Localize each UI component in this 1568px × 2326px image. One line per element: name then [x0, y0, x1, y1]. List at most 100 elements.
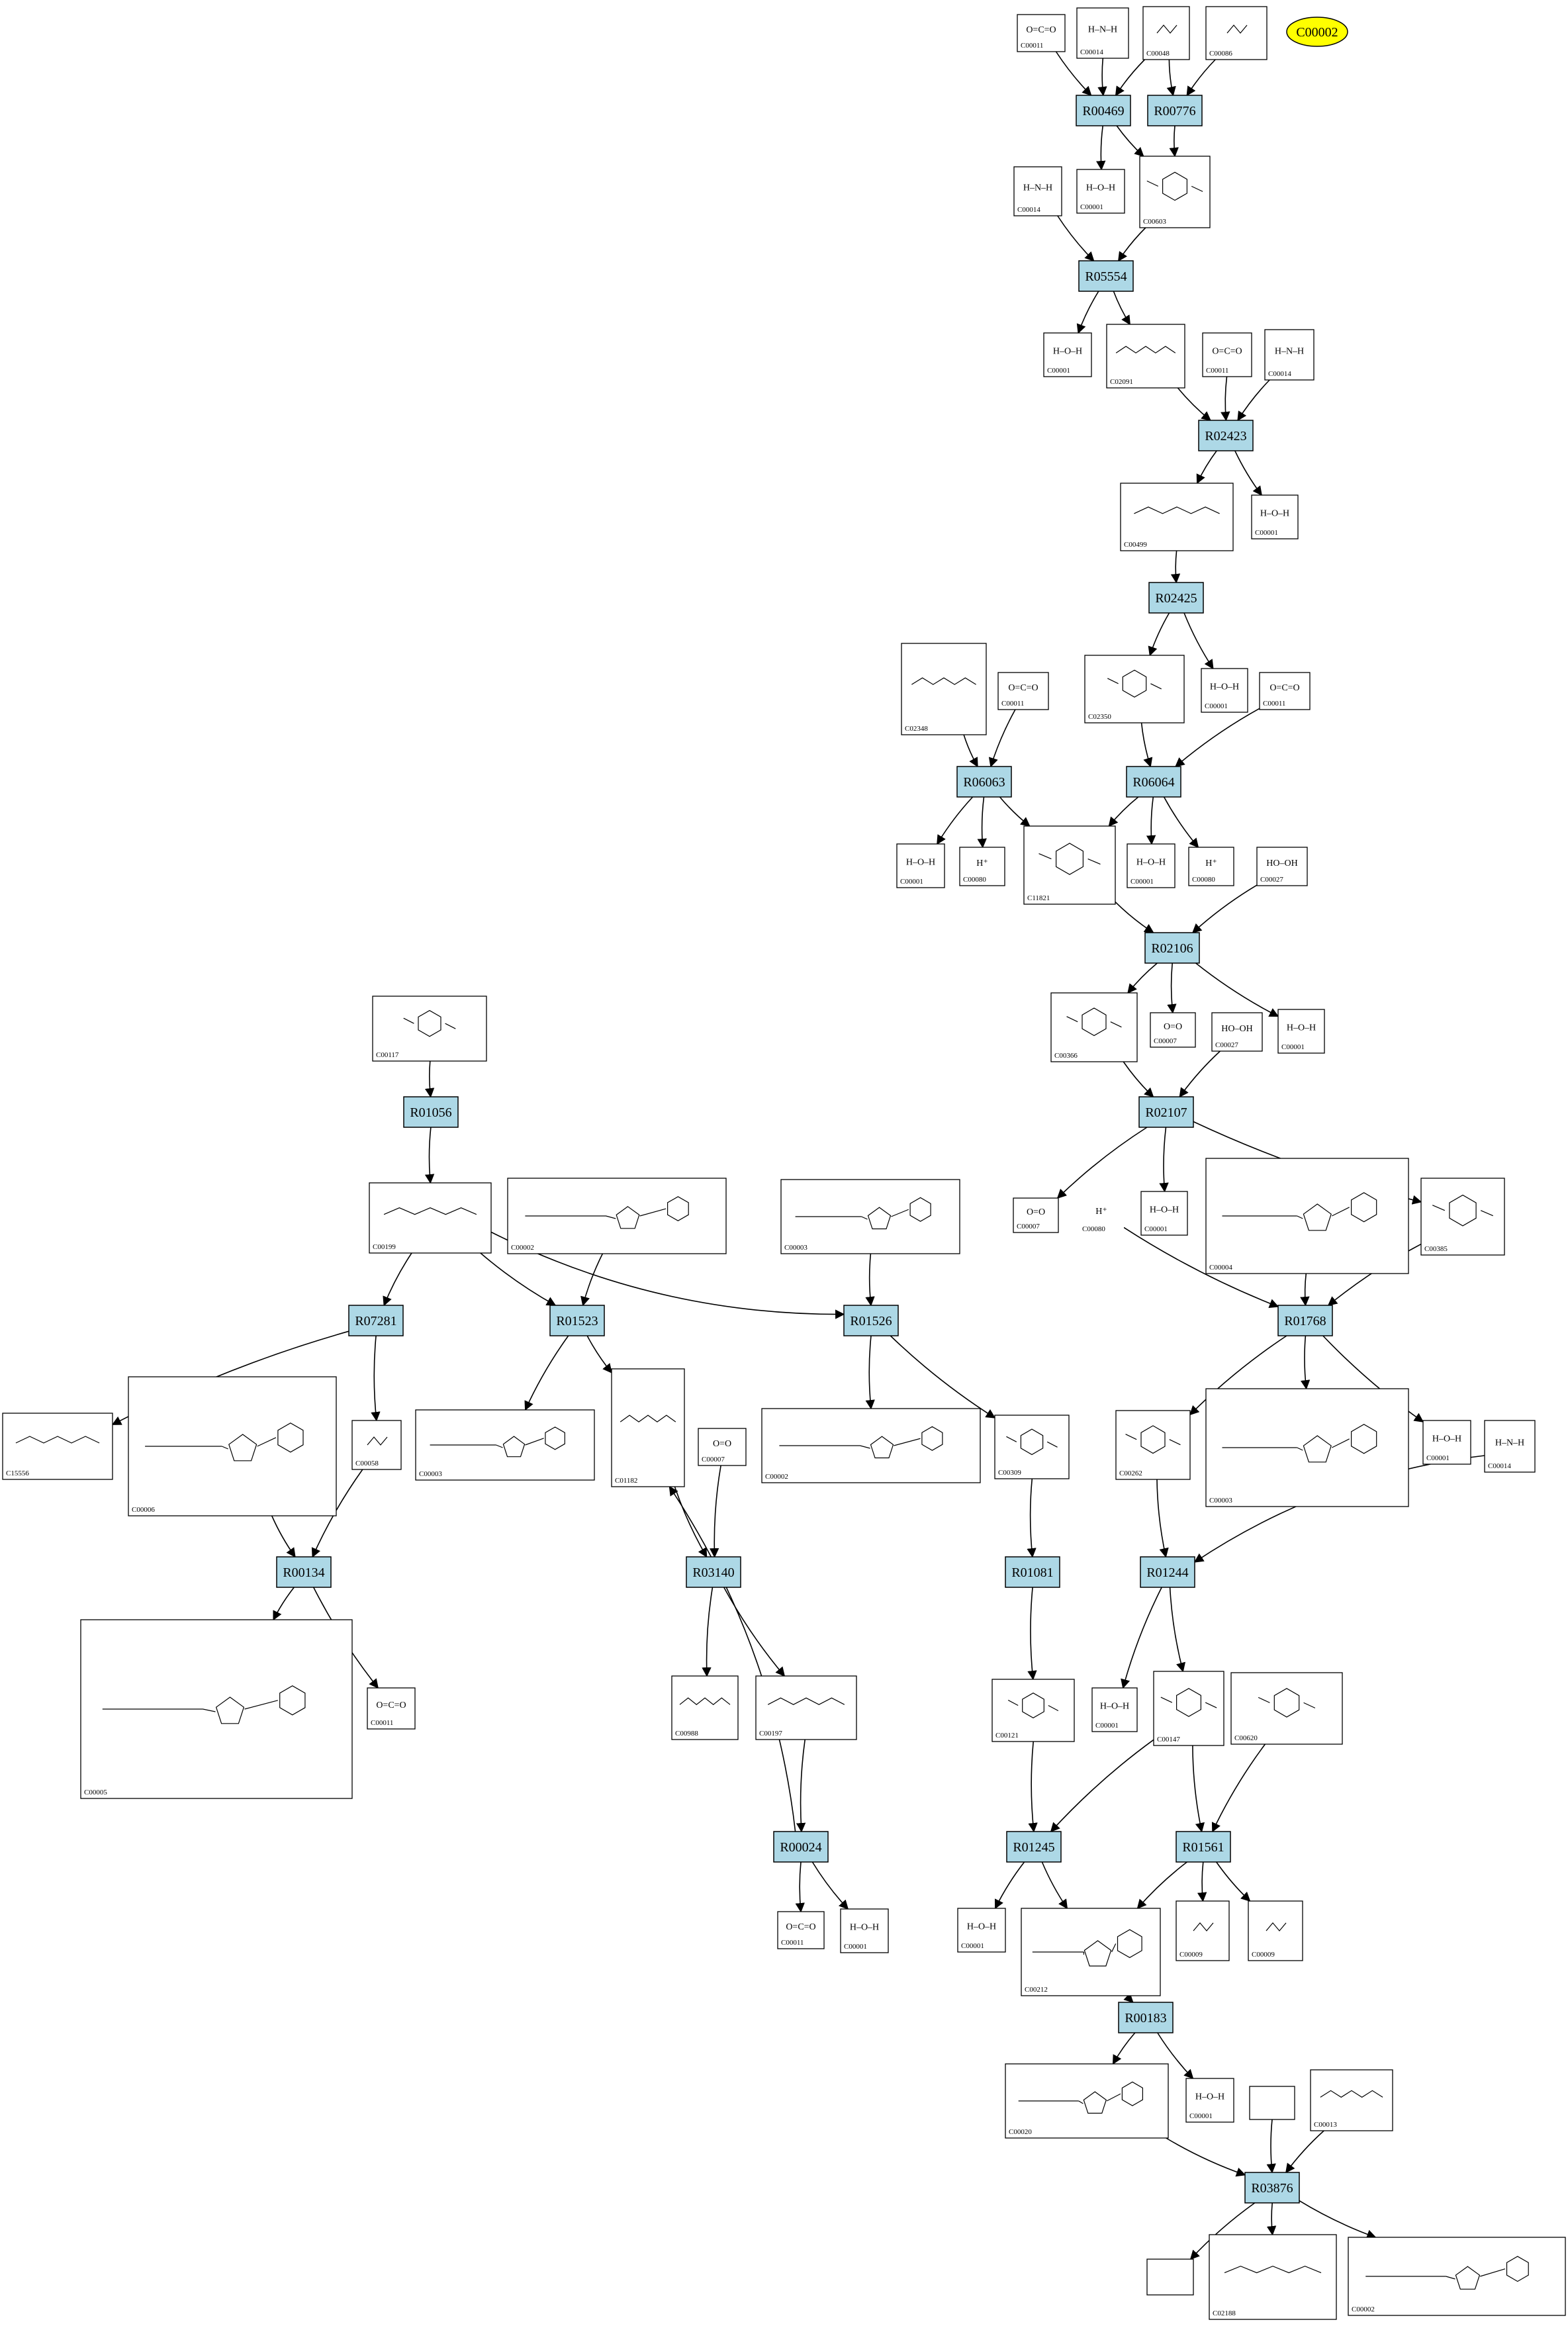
- highlight-node[interactable]: C00002: [1286, 17, 1348, 47]
- compound-node[interactable]: C00003: [780, 1179, 960, 1254]
- compound-node[interactable]: C00009: [1248, 1900, 1303, 1961]
- compound-node[interactable]: C00199: [369, 1182, 492, 1254]
- reaction-node[interactable]: R05554: [1078, 260, 1134, 292]
- reaction-node[interactable]: R06064: [1126, 766, 1181, 798]
- reaction-node[interactable]: R01523: [549, 1305, 605, 1336]
- reaction-node[interactable]: R03140: [686, 1556, 741, 1588]
- compound-node[interactable]: C11821: [1023, 825, 1116, 905]
- reaction-node[interactable]: R01561: [1176, 1831, 1231, 1863]
- compound-node[interactable]: [1146, 2258, 1194, 2296]
- compound-node[interactable]: C00309: [994, 1415, 1070, 1479]
- compound-node[interactable]: C00121: [992, 1679, 1075, 1742]
- compound-node[interactable]: C00117: [372, 996, 487, 1062]
- compound-node[interactable]: C00212: [1021, 1908, 1161, 1996]
- edge-arrow: [1167, 962, 1177, 1014]
- compound-node[interactable]: H⁺C00080: [1079, 1197, 1124, 1235]
- reaction-node[interactable]: R00024: [773, 1831, 829, 1863]
- compound-node[interactable]: C00499: [1120, 483, 1234, 551]
- compound-node[interactable]: C15556: [2, 1413, 113, 1480]
- compound-label: C00011: [1001, 700, 1024, 708]
- compound-formula: O=C=O: [1269, 683, 1299, 693]
- reaction-node[interactable]: R00183: [1118, 2002, 1174, 2033]
- compound-node[interactable]: C00620: [1230, 1672, 1343, 1745]
- compound-node[interactable]: C00009: [1176, 1900, 1230, 1961]
- compound-node[interactable]: C00048: [1142, 6, 1190, 60]
- compound-box: [1264, 329, 1314, 381]
- compound-node[interactable]: C01182: [611, 1368, 685, 1487]
- reaction-node[interactable]: R01526: [843, 1305, 899, 1336]
- reaction-node[interactable]: R03876: [1244, 2172, 1300, 2204]
- reaction-node[interactable]: R02423: [1198, 420, 1254, 451]
- compound-node[interactable]: C00002: [761, 1408, 981, 1483]
- reaction-node[interactable]: R01244: [1140, 1556, 1195, 1588]
- compound-node[interactable]: C00385: [1420, 1178, 1505, 1256]
- compound-node[interactable]: C00002: [507, 1178, 727, 1254]
- compound-node[interactable]: C00197: [755, 1675, 857, 1740]
- compound-node[interactable]: C00003: [415, 1409, 595, 1481]
- reaction-node[interactable]: R01768: [1277, 1305, 1333, 1336]
- compound-node[interactable]: C00603: [1139, 156, 1211, 228]
- compound-node[interactable]: C00988: [671, 1675, 739, 1740]
- reaction-node[interactable]: R02425: [1148, 582, 1204, 614]
- compound-node[interactable]: C00366: [1050, 992, 1138, 1062]
- compound-node[interactable]: C00013: [1310, 2069, 1393, 2131]
- compound-node[interactable]: C02348: [901, 643, 987, 735]
- compound-node[interactable]: C00058: [351, 1420, 402, 1470]
- reaction-node[interactable]: R06063: [956, 766, 1012, 798]
- reaction-node[interactable]: R02107: [1138, 1096, 1194, 1128]
- compound-label: C00001: [1047, 367, 1070, 375]
- compound-node[interactable]: C02188: [1209, 2234, 1337, 2320]
- reaction-node[interactable]: R00776: [1147, 95, 1203, 126]
- reaction-node[interactable]: R01056: [403, 1096, 459, 1128]
- reaction-node[interactable]: R02106: [1144, 932, 1200, 964]
- compound-node[interactable]: [1249, 2086, 1295, 2120]
- compound-node[interactable]: C00004: [1205, 1158, 1409, 1274]
- compound-node[interactable]: C00086: [1205, 6, 1268, 60]
- reaction-node[interactable]: R00134: [276, 1556, 332, 1588]
- compound-node[interactable]: C00005: [80, 1619, 353, 1799]
- compound-node[interactable]: C00262: [1115, 1410, 1191, 1480]
- compound-node[interactable]: C02350: [1084, 655, 1185, 723]
- reaction-node[interactable]: R00469: [1076, 95, 1131, 126]
- compound-node[interactable]: C00003: [1205, 1388, 1409, 1507]
- compound-node[interactable]: C00147: [1153, 1671, 1224, 1746]
- compound-node[interactable]: H⁺C00080: [1188, 847, 1234, 886]
- compound-node[interactable]: C02091: [1106, 324, 1185, 389]
- reaction-node[interactable]: R07281: [348, 1305, 404, 1336]
- compound-node[interactable]: C00002: [1348, 2237, 1566, 2316]
- compound-node[interactable]: C00020: [1005, 2063, 1169, 2139]
- compound-node[interactable]: H⁺C00080: [959, 847, 1005, 886]
- compound-node[interactable]: C00006: [128, 1376, 337, 1516]
- reaction-node[interactable]: R01081: [1005, 1556, 1060, 1588]
- reaction-node[interactable]: R01245: [1006, 1831, 1062, 1863]
- compound-box: [1251, 494, 1299, 539]
